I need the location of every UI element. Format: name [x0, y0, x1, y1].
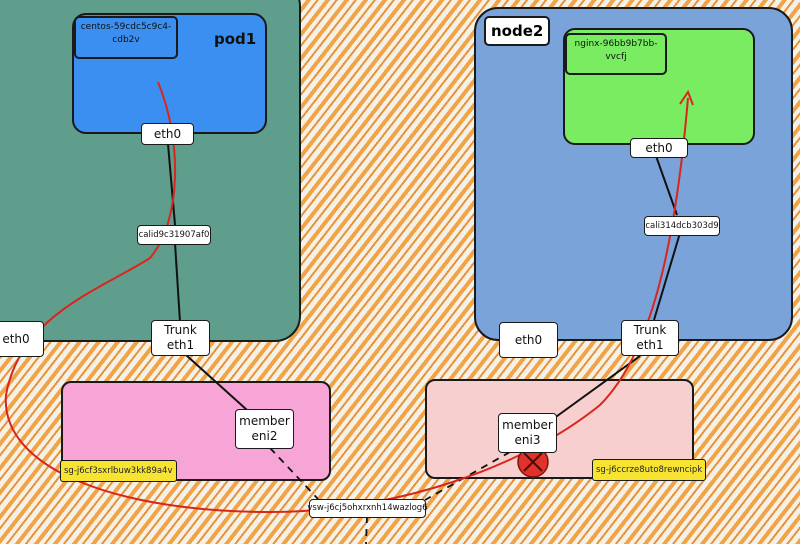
- eni3-member: member eni3: [498, 413, 557, 453]
- pod1-eth0: eth0: [141, 123, 194, 145]
- pod2-name-line1: nginx-96bb9b7bb-: [574, 39, 658, 49]
- pod1-name-line2: cdb2v: [112, 35, 140, 45]
- pod2-eth0: eth0: [630, 138, 688, 158]
- node2-title: node2: [484, 16, 551, 46]
- node2-trunk-eth1: Trunk eth1: [621, 320, 679, 356]
- pod2-name: nginx-96bb9b7bb- vvcfj: [565, 33, 667, 75]
- node1-trunk-label: Trunk: [164, 323, 197, 337]
- eni3-id-label: eni3: [514, 433, 541, 447]
- traffic-flow-path: [4, 81, 689, 514]
- node1-eth0: eth0: [0, 321, 44, 357]
- eni2-member-label: member: [239, 414, 290, 428]
- pod1-name-line1: centos-59cdc5c9c4-: [80, 22, 172, 32]
- pod1-name: centos-59cdc5c9c4- cdb2v: [74, 16, 178, 59]
- pod1-label: pod1: [214, 30, 257, 48]
- sg-right-tag: sg-j6ccrze8uto8rewncipk: [592, 459, 707, 481]
- pod1-veth: calid9c31907af0: [137, 225, 211, 245]
- sg-left-tag: sg-j6cf3sxrlbuw3kk89a4v: [60, 460, 177, 482]
- node2-eth0: eth0: [499, 322, 558, 358]
- eni2-id-label: eni2: [251, 429, 278, 443]
- pod1-container: [72, 13, 267, 134]
- node2-trunk-label: Trunk: [633, 323, 667, 337]
- vswitch-label: vsw-j6cj5ohxrxnh14wazlog6: [307, 499, 428, 518]
- pod2-name-line2: vvcfj: [605, 52, 627, 62]
- eni3-member-label: member: [502, 418, 553, 432]
- pod2-container: [563, 28, 755, 145]
- node1-trunk-eth1: Trunk eth1: [151, 320, 210, 356]
- node1-eth1-label: eth1: [166, 338, 195, 352]
- flow-arrowhead-icon: [679, 89, 694, 106]
- node2-eth1-label: eth1: [636, 338, 664, 352]
- pod2-veth: cali314dcb303d9: [644, 216, 720, 236]
- eni2-member: member eni2: [235, 409, 294, 449]
